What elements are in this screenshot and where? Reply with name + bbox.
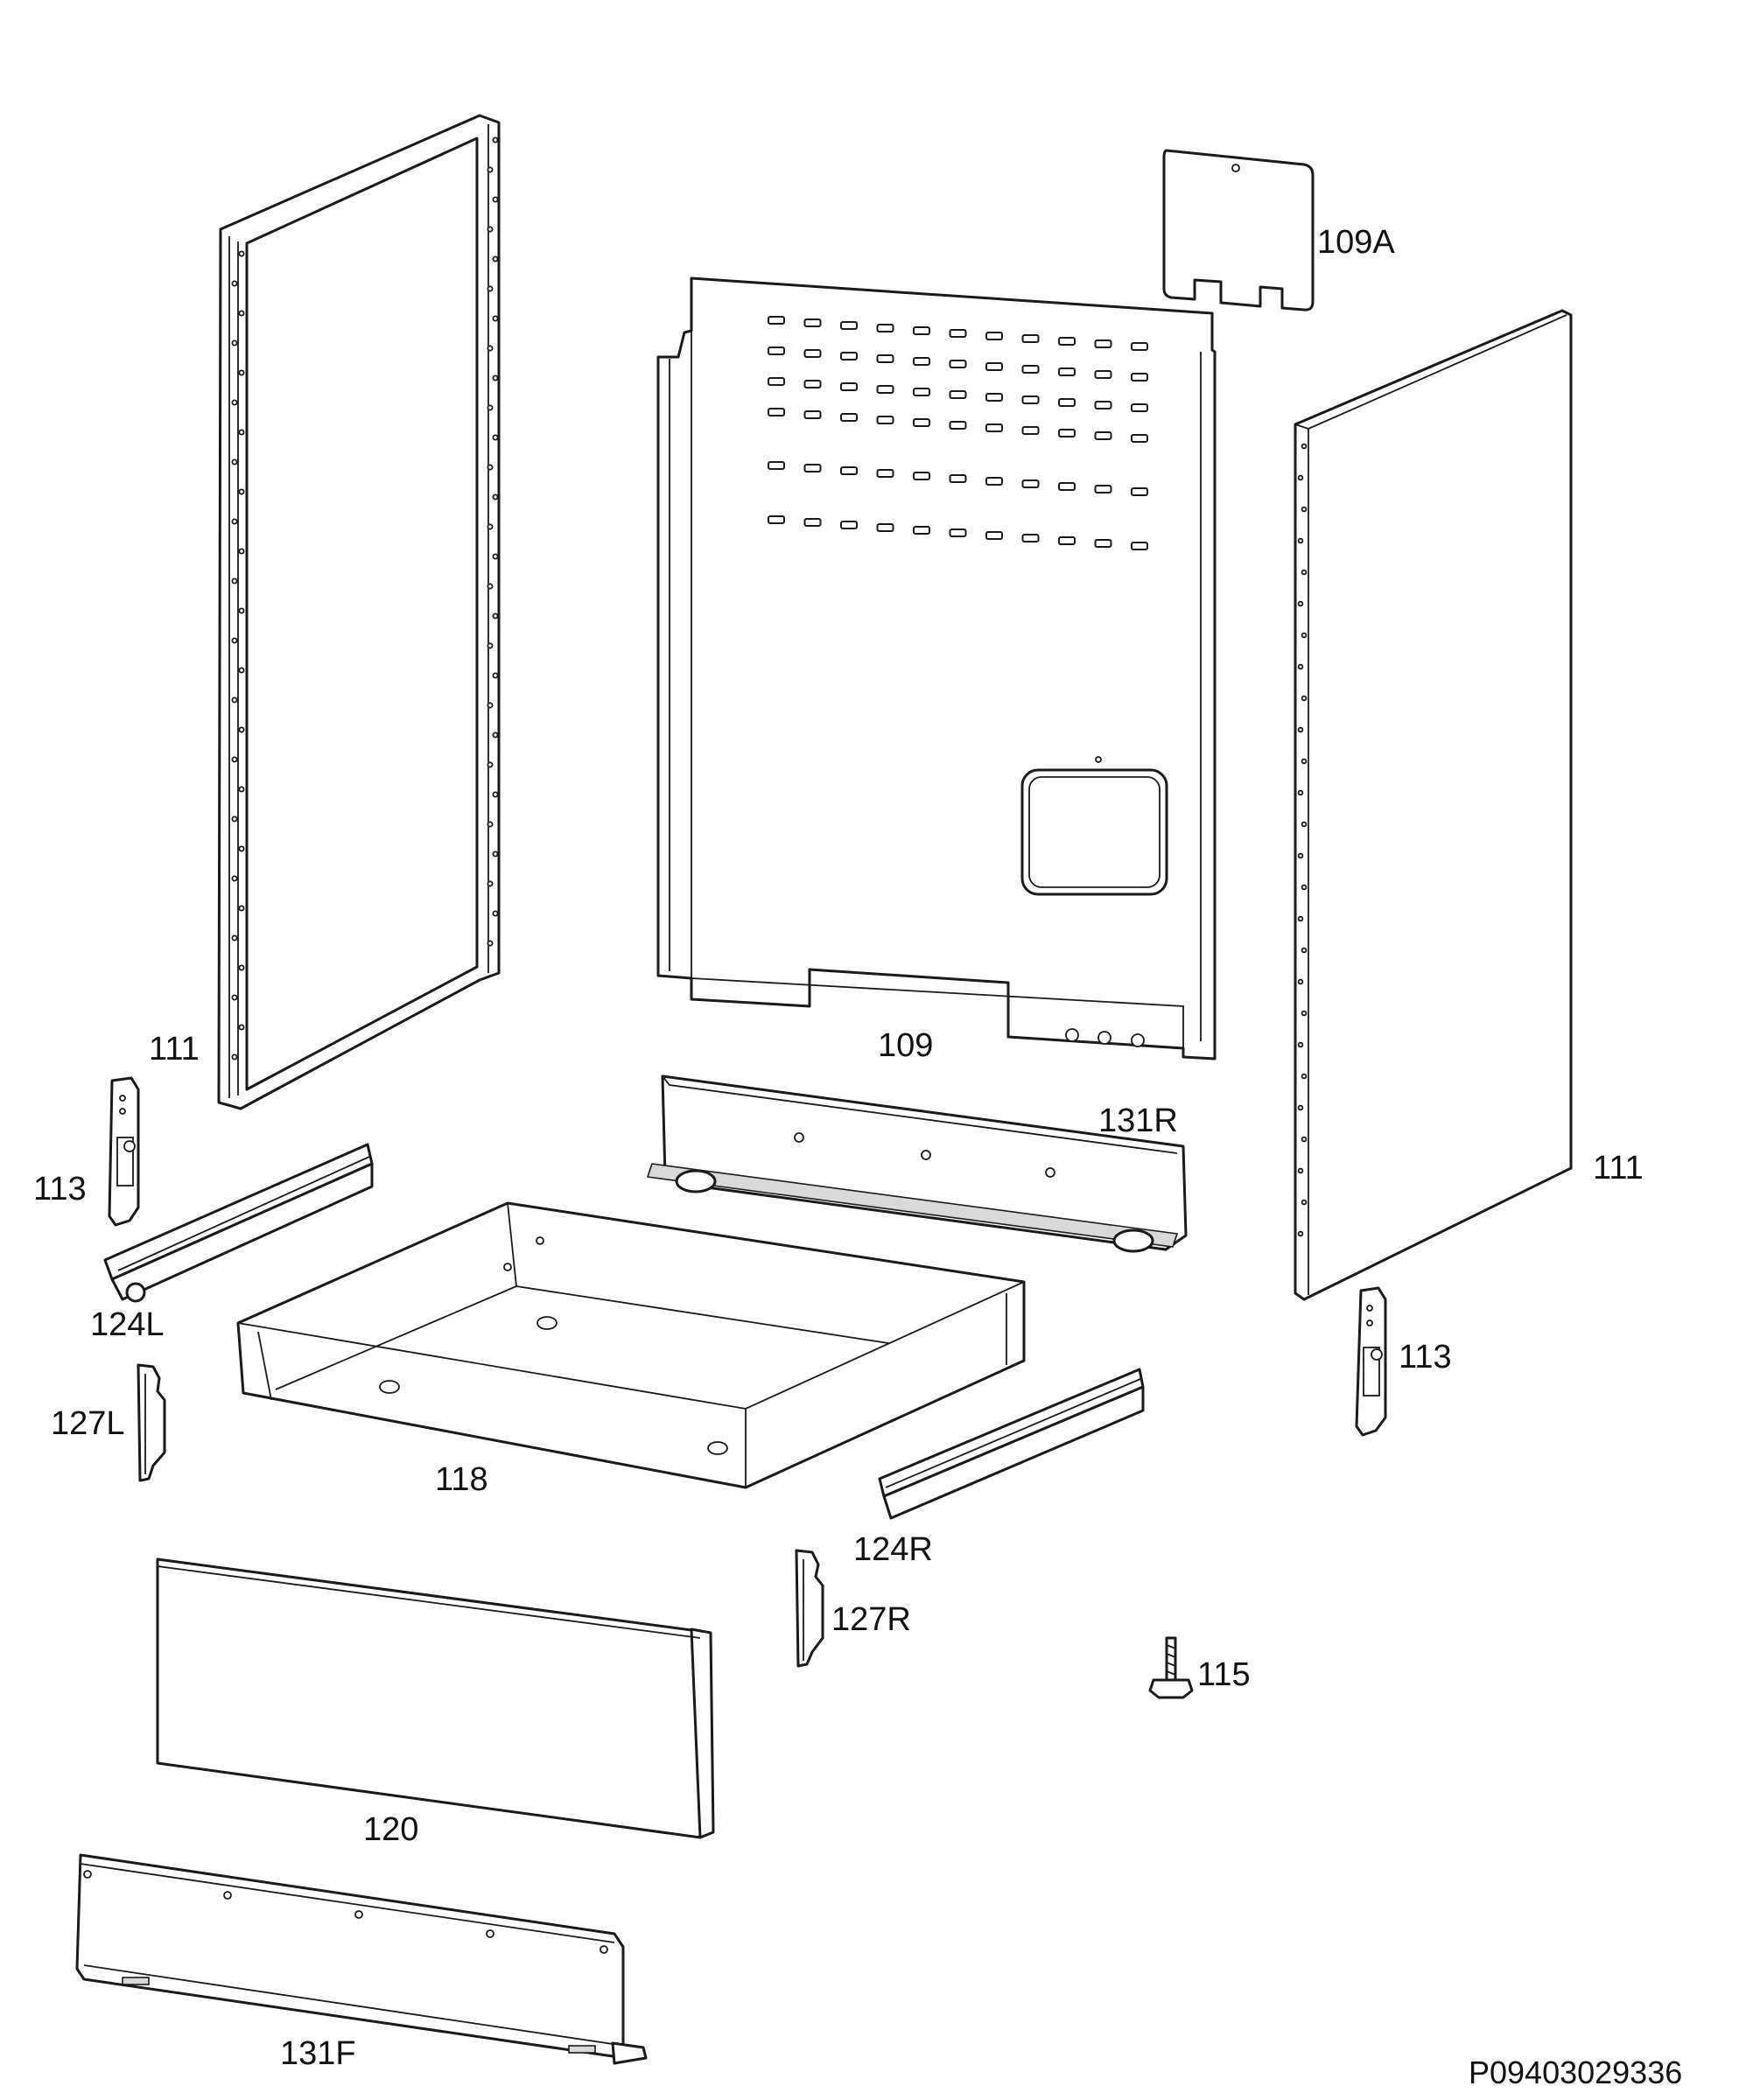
label-120: 120 [363,1811,419,1848]
label-118: 118 [435,1461,488,1498]
label-113-right: 113 [1399,1339,1452,1376]
label-111-left: 111 [149,1031,200,1068]
label-109: 109 [878,1027,934,1064]
label-109A: 109A [1317,224,1395,261]
part-124R-right-rail [878,1368,1145,1520]
label-124R: 124R [853,1531,933,1568]
label-113-left: 113 [33,1171,87,1208]
part-113-right-hinge [1355,1286,1387,1437]
part-131R-rear-kickplate [646,1074,1188,1253]
part-109A-cover-plate [1162,149,1315,312]
part-127L-left-clip [137,1363,166,1482]
label-131R: 131R [1098,1102,1178,1139]
part-109-rear-panel [656,276,1217,1060]
part-111-left-side-panel [217,114,501,1110]
part-113-left-hinge [108,1076,140,1227]
label-131F: 131F [280,2035,356,2072]
label-127L: 127L [51,1405,125,1442]
part-115-leveling-foot [1148,1636,1194,1699]
label-115: 115 [1197,1656,1251,1693]
part-127R-right-clip [795,1549,824,1668]
part-118-drawer-tray [236,1201,1026,1489]
label-111-right: 111 [1593,1150,1644,1186]
part-131F-front-kickplate [75,1853,648,2065]
vent-slots [768,316,1148,550]
label-124L: 124L [90,1306,165,1343]
part-111-right-side-panel [1294,309,1573,1301]
label-127R: 127R [831,1601,911,1638]
part-124L-left-rail [103,1143,374,1303]
drawing-code: P09403029336 [1469,2054,1683,2090]
part-120-drawer-front [156,1558,715,1839]
